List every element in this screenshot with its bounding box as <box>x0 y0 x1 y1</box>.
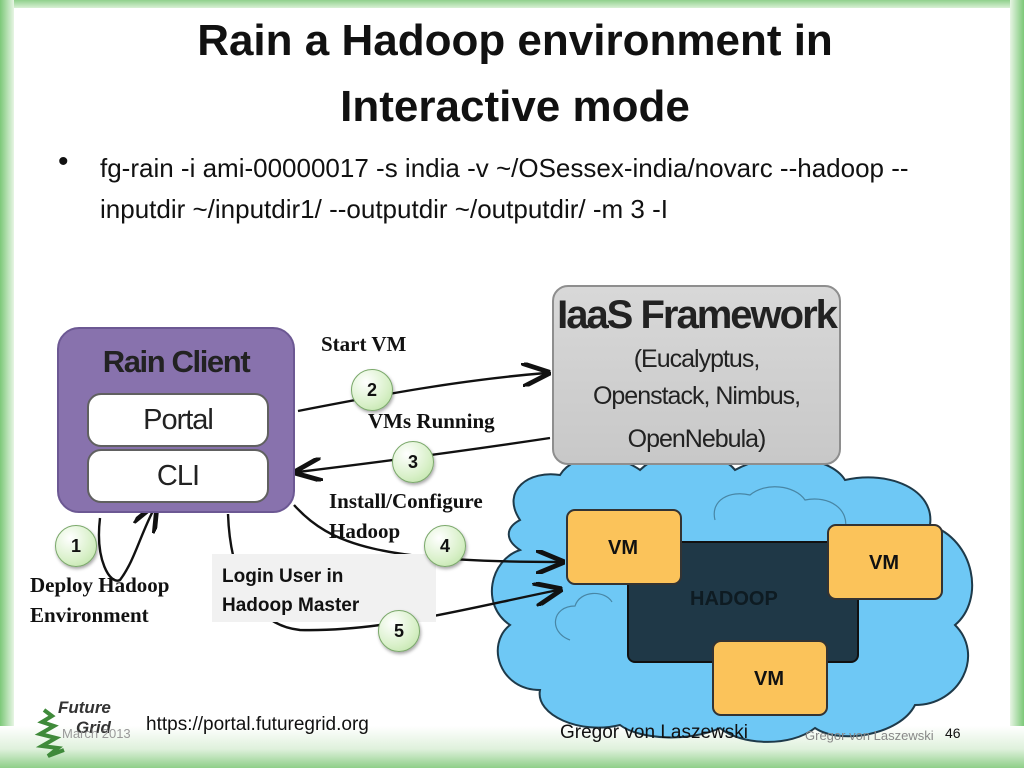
install-hadoop-arrow <box>293 504 560 562</box>
iaas-framework-box: IaaS Framework (Eucalyptus, Openstack, N… <box>552 285 841 465</box>
login-label: Login User in Hadoop Master <box>222 562 359 620</box>
slide-border-left <box>0 0 14 768</box>
step-2-badge: 2 <box>351 369 393 411</box>
deploy-line-2: Environment <box>30 603 149 627</box>
footer-date: March 2013 <box>62 726 131 741</box>
vm-label: VM <box>754 668 784 690</box>
cli-box: CLI <box>87 449 269 503</box>
futuregrid-logo-icon <box>34 708 65 758</box>
rain-client-title: Rain Client <box>102 344 251 379</box>
start-vm-label: Start VM <box>321 332 407 356</box>
vm-label: VM <box>608 537 638 559</box>
step-1-badge: 1 <box>55 525 97 567</box>
deploy-line-1: Deploy Hadoop <box>30 573 170 597</box>
iaas-platforms: (Eucalyptus, Openstack, Nimbus, <box>554 341 839 415</box>
step-4-badge: 4 <box>424 525 466 567</box>
logo-text-future: Future <box>58 698 111 717</box>
slide-border-right <box>1010 0 1024 768</box>
footer-author: Gregor von Laszewski <box>560 722 748 743</box>
slide-border-top <box>0 0 1024 8</box>
portal-box: Portal <box>87 393 269 447</box>
footer-url[interactable]: https://portal.futuregrid.org <box>146 714 369 735</box>
iaas-title: IaaS Framework <box>557 293 838 337</box>
step-3-badge: 3 <box>392 441 434 483</box>
iaas-line-1: (Eucalyptus, <box>633 345 761 373</box>
step-5-badge: 5 <box>378 610 420 652</box>
iaas-line-2: Openstack, Nimbus, <box>592 382 801 410</box>
slide-title-line-2: Interactive mode <box>340 82 690 131</box>
footer-author-small: Gregor von Laszewski <box>805 728 934 743</box>
hadoop-label: HADOOP <box>690 588 778 610</box>
vm-box-master: VM <box>566 509 682 585</box>
cloud-inner-outline <box>713 486 847 531</box>
vms-running-label: VMs Running <box>368 409 495 433</box>
command-bullet: fg-rain -i ami-00000017 -s india -v ~/OS… <box>100 153 909 224</box>
login-line-2: Hadoop Master <box>222 595 360 616</box>
page-number: 46 <box>945 725 961 741</box>
deploy-label: Deploy Hadoop Environment <box>30 570 169 630</box>
rain-client-box: Rain Client Portal CLI <box>57 327 295 513</box>
login-line-1: Login User in <box>222 566 344 587</box>
vm-box-bottom: VM <box>712 640 828 716</box>
slide-title-line-1: Rain a Hadoop environment in <box>197 16 833 65</box>
logo-text-grid: Grid <box>76 718 111 737</box>
vm-box-right: VM <box>827 524 943 600</box>
slide-title: Rain a Hadoop environment in Interactive… <box>60 8 970 140</box>
bullet-marker: • <box>58 145 69 178</box>
cloud-inner-outline-2 <box>554 592 613 641</box>
deploy-arrow <box>97 507 155 582</box>
iaas-line-3: OpenNebula) <box>627 425 767 453</box>
install-line-2: Hadoop <box>329 519 401 543</box>
vm-label: VM <box>869 552 899 574</box>
install-configure-label: Install/Configure Hadoop <box>329 486 483 546</box>
install-line-1: Install/Configure <box>329 489 483 513</box>
start-vm-arrow <box>297 373 546 413</box>
